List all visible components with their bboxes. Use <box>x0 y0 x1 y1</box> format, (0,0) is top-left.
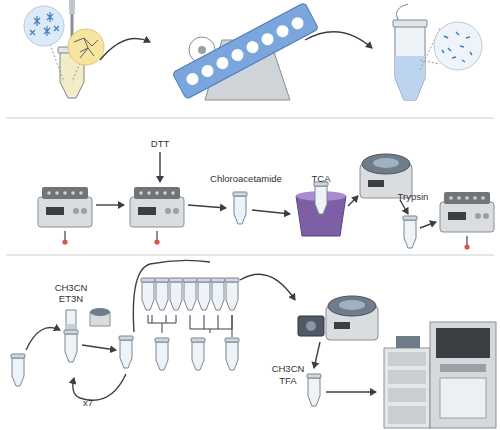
fractionation-panel <box>11 260 496 428</box>
reagent-label: DTT <box>151 138 169 149</box>
lysis-panel <box>24 0 482 100</box>
panel-separator <box>6 255 494 256</box>
panel-separator <box>6 118 494 119</box>
reagent-label: CH3CN <box>272 363 305 374</box>
lc-ms-instrument <box>384 322 496 428</box>
reagent-label: x7 <box>83 397 93 408</box>
reagent-label: TCA <box>312 173 331 184</box>
reagent-label: ET3N <box>59 293 83 304</box>
reagent-label: Trypsin <box>398 191 429 202</box>
reagent-label: CH3CN <box>55 282 88 293</box>
reagent-label: Chloroacetamide <box>210 173 282 184</box>
digestion-panel <box>38 152 494 250</box>
reagent-label: TFA <box>279 375 296 386</box>
